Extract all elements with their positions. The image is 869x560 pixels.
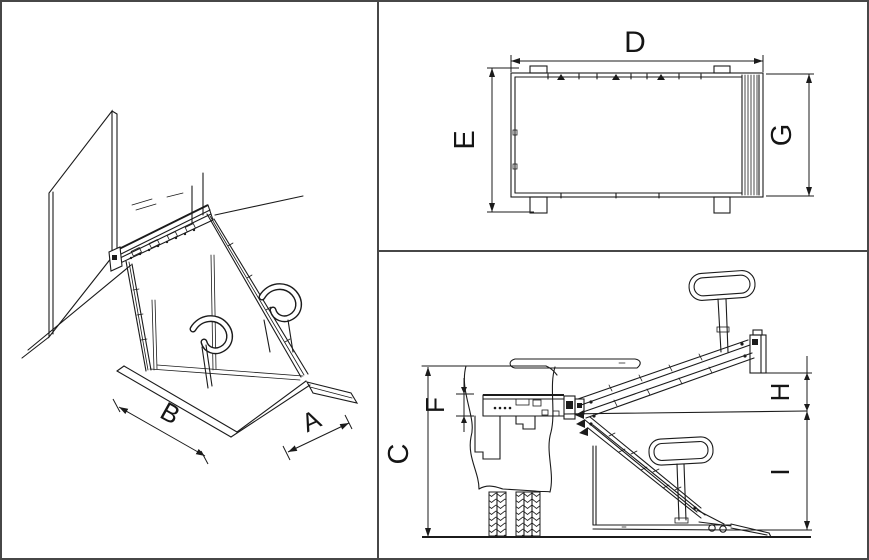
platform-at-ground — [592, 445, 732, 531]
handle-upper — [688, 270, 756, 353]
dimension-i: I — [731, 411, 812, 531]
panel-divider-vertical — [377, 0, 379, 560]
lift-base-beam — [108, 204, 214, 272]
handle-lower — [648, 436, 714, 524]
pivot-bracket — [563, 395, 588, 436]
dim-label-h: H — [765, 383, 795, 402]
wall-panel — [48, 109, 118, 339]
beam-mechanism-details — [129, 223, 197, 260]
dimension-e: E — [449, 67, 534, 213]
dimension-h: H — [765, 356, 812, 411]
platform-assembly — [116, 364, 359, 438]
isometric-view-panel: B A — [0, 0, 378, 560]
vehicle-body — [421, 365, 558, 493]
floor-level-line — [563, 410, 808, 415]
lift-arm-lower — [584, 416, 706, 519]
platform-edge-bracket — [749, 329, 767, 374]
dim-label-a: A — [297, 403, 326, 438]
tire-treads — [488, 491, 541, 537]
scissor-arm-left — [125, 260, 152, 372]
mounting-tabs — [529, 65, 731, 214]
dim-label-i: I — [765, 468, 795, 475]
dim-label-e: E — [449, 130, 481, 149]
top-view-panel: D E G — [379, 0, 869, 250]
dim-label-c: C — [383, 444, 415, 465]
panel-divider-horizontal — [377, 250, 869, 252]
dim-label-g: G — [766, 124, 798, 147]
handrail-hook-center — [189, 315, 233, 389]
bridge-plate — [509, 358, 641, 369]
side-view-panel: C F H I — [379, 252, 869, 560]
dim-label-b: B — [156, 396, 186, 431]
ground-foot-rollers — [696, 509, 772, 538]
dim-label-f: F — [420, 397, 450, 413]
fold-hinge-strip — [744, 74, 760, 196]
dimension-a: A — [282, 403, 353, 461]
hinge-marks — [547, 73, 702, 199]
dimension-d: D — [510, 26, 764, 72]
stowed-rail — [474, 394, 565, 460]
handrail-hook-right — [258, 283, 302, 353]
dimension-f: F — [420, 378, 474, 432]
dimension-b: B — [112, 396, 209, 465]
dimension-c: C — [383, 367, 431, 537]
dim-label-d: D — [624, 26, 646, 59]
beam-left-end-block — [108, 246, 123, 272]
doorway-floor-lines — [21, 172, 304, 359]
platform-ramp-flap — [305, 381, 359, 404]
dimension-g: G — [766, 73, 814, 197]
lift-rod-left — [151, 299, 158, 371]
platform-top-outline — [510, 72, 764, 198]
lift-arm-upper — [577, 339, 755, 419]
